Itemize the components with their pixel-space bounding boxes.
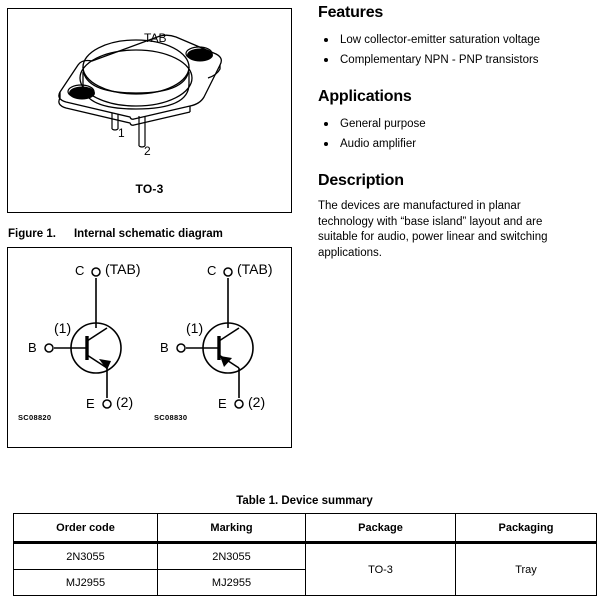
npn-base-label: B xyxy=(28,340,37,355)
npn-collector-note: (TAB) xyxy=(105,261,141,277)
to3-package-drawing xyxy=(58,34,222,148)
feature-text: Low collector-emitter saturation voltage xyxy=(340,34,541,46)
cell-marking: MJ2955 xyxy=(157,569,306,596)
mounting-hole-right xyxy=(185,46,213,62)
application-text: Audio amplifier xyxy=(340,138,417,150)
pnp-base-label: B xyxy=(160,340,169,355)
pnp-collector-note: (TAB) xyxy=(237,261,273,277)
bullet-icon xyxy=(324,122,328,126)
table-row: 2N3055 2N3055 TO-3 Tray xyxy=(13,542,597,596)
column-header-marking: Marking xyxy=(157,513,306,544)
cell-package: TO-3 xyxy=(305,542,456,596)
cell-packaging: Tray xyxy=(455,542,597,596)
bullet-icon xyxy=(324,38,328,42)
figure1-number: Figure 1. xyxy=(8,228,56,240)
column-header-package: Package xyxy=(305,513,456,544)
pnp-emitter-arrow xyxy=(220,356,232,367)
npn-collector-label: C xyxy=(75,263,85,278)
npn-base-note: (1) xyxy=(54,320,72,336)
device-summary-table: Order code Marking Package Packaging 2N3… xyxy=(13,513,597,596)
figure1-title: Internal schematic diagram xyxy=(73,228,223,240)
table1-caption: Table 1. Device summary xyxy=(236,495,373,507)
cell-order-code: MJ2955 xyxy=(13,569,158,596)
bullet-icon xyxy=(324,142,328,146)
pnp-base-note: (1) xyxy=(186,320,204,336)
list-item: Low collector-emitter saturation voltage xyxy=(318,31,603,50)
applications-list: General purpose Audio amplifier xyxy=(318,115,603,154)
description-heading: Description xyxy=(318,172,404,189)
pin-1-label: 1 xyxy=(118,126,125,140)
list-item: Audio amplifier xyxy=(318,135,603,154)
cell-marking: 2N3055 xyxy=(157,542,306,570)
pnp-emitter-note: (2) xyxy=(248,394,266,410)
pnp-collector-label: C xyxy=(207,263,217,278)
table-row: MJ2955 MJ2955 xyxy=(13,569,597,596)
applications-heading: Applications xyxy=(318,88,412,105)
pnp-emitter-label: E xyxy=(218,396,227,411)
pnp-drawing-code: SC08830 xyxy=(154,413,188,422)
pin-2-label: 2 xyxy=(144,144,151,158)
npn-drawing-code: SC08820 xyxy=(18,413,52,422)
npn-emitter-arrow xyxy=(99,359,111,370)
right-text-column: Features Low collector-emitter saturatio… xyxy=(318,4,603,261)
package-figure-box: TAB 1 2 TO-3 xyxy=(7,8,292,213)
table-header-row: Order code Marking Package Packaging xyxy=(13,513,597,544)
list-item: Complementary NPN - PNP transistors xyxy=(318,51,603,70)
description-text: The devices are manufactured in planar t… xyxy=(318,200,548,259)
cell-order-code: 2N3055 xyxy=(13,542,158,570)
npn-emitter-label: E xyxy=(86,396,95,411)
list-item: General purpose xyxy=(318,115,603,134)
pin-2 xyxy=(138,116,146,148)
features-list: Low collector-emitter saturation voltage… xyxy=(318,31,603,70)
column-header-packaging: Packaging xyxy=(455,513,597,544)
npn-emitter-note: (2) xyxy=(116,394,134,410)
mounting-hole-left xyxy=(67,84,95,100)
application-text: General purpose xyxy=(340,118,426,130)
bullet-icon xyxy=(324,58,328,62)
tab-label: TAB xyxy=(144,31,167,45)
internal-schematic-box: C (TAB) B (1) E (2) SC08820 C (TAB) B (1… xyxy=(7,247,292,448)
features-heading: Features xyxy=(318,4,384,21)
feature-text: Complementary NPN - PNP transistors xyxy=(340,54,539,66)
figure1-caption: Figure 1. Internal schematic diagram xyxy=(8,228,223,240)
package-name-label: TO-3 xyxy=(135,182,164,196)
column-header-order-code: Order code xyxy=(13,513,158,544)
pin-1 xyxy=(111,113,119,131)
internal-schematic-drawing xyxy=(44,267,254,409)
